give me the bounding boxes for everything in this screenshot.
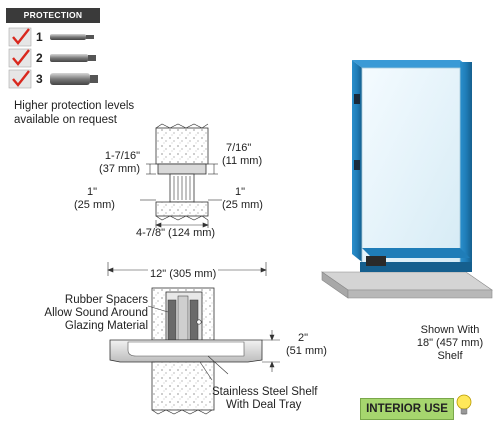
dim-right-top-inches: 7/16" [226, 142, 252, 154]
wall-top-block [155, 127, 209, 165]
bullet-rod-icon [50, 34, 94, 40]
shelf-label-line1: Stainless Steel Shelf [212, 386, 318, 398]
dim-left-mid-mm: (25 mm) [74, 199, 115, 211]
dim-right-mid-mm: (25 mm) [222, 199, 263, 211]
dim-frame-top-inches: 1-7/16" [104, 150, 140, 162]
dim-shelf-width: 12" (305 mm) [148, 268, 219, 281]
bullet-rod-icon [50, 73, 98, 85]
product-caption-line3: Shelf [437, 350, 463, 362]
rubber-spacer-left [167, 299, 177, 341]
dim-shelf-height-inches: 2" [298, 332, 309, 344]
spacers-label-line1: Rubber Spacers [64, 294, 148, 306]
wall-bottom-block [155, 201, 209, 217]
dim-right-mid-inches: 1" [234, 186, 246, 198]
spacers-label-line3: Glazing Material [64, 320, 148, 332]
dim-left-mid-inches: 1" [86, 186, 98, 198]
wall-lower-block [151, 361, 215, 411]
bottom-cross-section [107, 262, 280, 415]
protection-level-number: 3 [36, 72, 43, 86]
interior-use-badge: INTERIOR USE [360, 398, 454, 420]
frame-right [460, 62, 472, 268]
product-illustration [321, 60, 493, 299]
glass-pane [361, 67, 461, 265]
protection-levels-header: PROTECTION LEVELS [6, 8, 100, 35]
frame-bottom [360, 262, 472, 272]
shelf-label-line2: With Deal Tray [226, 399, 302, 411]
glass-edge [177, 295, 189, 341]
checkmark-icon [8, 48, 32, 68]
protection-level-number: 2 [36, 51, 43, 65]
product-caption-line1: Shown With [420, 324, 480, 336]
lightbulb-icon [456, 394, 472, 415]
interior-use-label: INTERIOR USE [366, 403, 448, 415]
product-shelf-top [321, 271, 493, 291]
protection-level-row-3: 3 [6, 69, 100, 89]
frame-top [352, 60, 470, 68]
rubber-spacer-right [189, 299, 199, 341]
protection-level-row-1: 1 [6, 27, 100, 47]
product-caption-line2: 18" (457 mm) [416, 337, 484, 349]
protection-level-number: 1 [36, 30, 43, 44]
dim-shelf-height-mm: (51 mm) [286, 345, 327, 357]
protection-level-row-2: 2 [6, 48, 100, 68]
dim-right-top-mm: (11 mm) [222, 155, 263, 167]
top-cross-section [140, 123, 222, 228]
dim-frame-top-mm: (37 mm) [99, 163, 140, 175]
spacers-label-line2: Allow Sound Around [44, 307, 148, 319]
bullet-rod-icon [50, 54, 96, 62]
protection-note-line2: available on request [14, 114, 117, 126]
deal-tray [127, 341, 245, 357]
checkmark-icon [8, 69, 32, 89]
protection-note-line1: Higher protection levels [14, 100, 135, 112]
dim-overall-width: 4-7/8" (124 mm) [136, 227, 216, 239]
checkmark-icon [8, 27, 32, 47]
frame-channel [157, 163, 207, 175]
